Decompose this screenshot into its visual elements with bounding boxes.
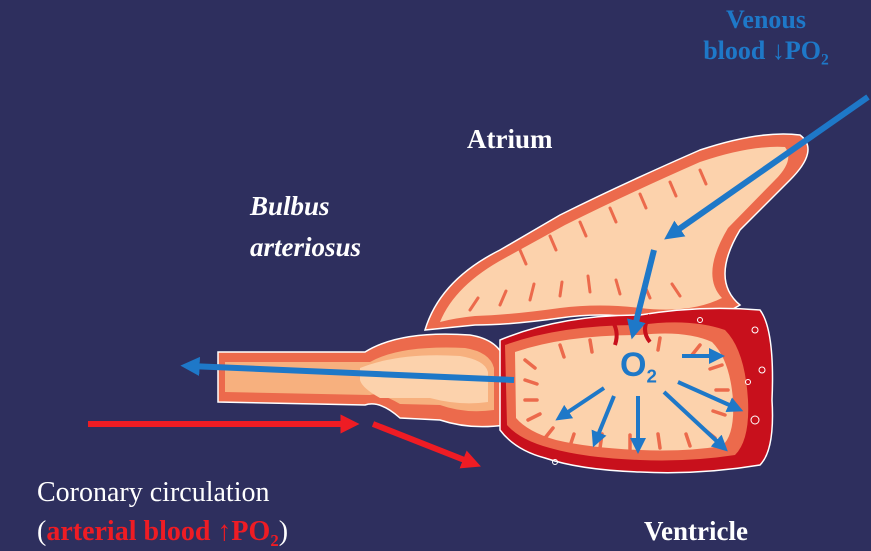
venous-blood-label: Venous blood ↓PO2	[671, 4, 861, 66]
ventricle-shape	[500, 308, 773, 472]
bulbus-label-line2: arteriosus	[250, 227, 361, 268]
coronary-label-line1: Coronary circulation	[37, 473, 288, 512]
oxygen-label-main: O	[620, 346, 646, 384]
coronary-close-paren: )	[279, 516, 288, 547]
atrium-label: Atrium	[467, 124, 552, 155]
arterial-blood-text: arterial blood ↑PO	[46, 516, 270, 547]
bulbus-arteriosus-label: Bulbus arteriosus	[250, 186, 361, 268]
coronary-flow-arrows	[88, 424, 472, 463]
atrium-shape	[425, 134, 808, 330]
venous-label-line2: blood ↓PO	[703, 36, 821, 65]
oxygen-label: O2	[620, 346, 657, 385]
coronary-open-paren: (	[37, 516, 46, 547]
oxygen-label-subscript: 2	[646, 366, 656, 387]
coronary-circulation-label: Coronary circulation (arterial blood ↑PO…	[37, 473, 288, 551]
venous-label-line1: Venous	[726, 5, 806, 34]
bulbus-label-line1: Bulbus	[250, 186, 361, 227]
coronary-to-ventricle-arrow	[373, 424, 472, 463]
ventricle-label: Ventricle	[644, 516, 748, 547]
arterial-blood-subscript: 2	[270, 531, 278, 550]
venous-label-subscript: 2	[821, 51, 829, 68]
